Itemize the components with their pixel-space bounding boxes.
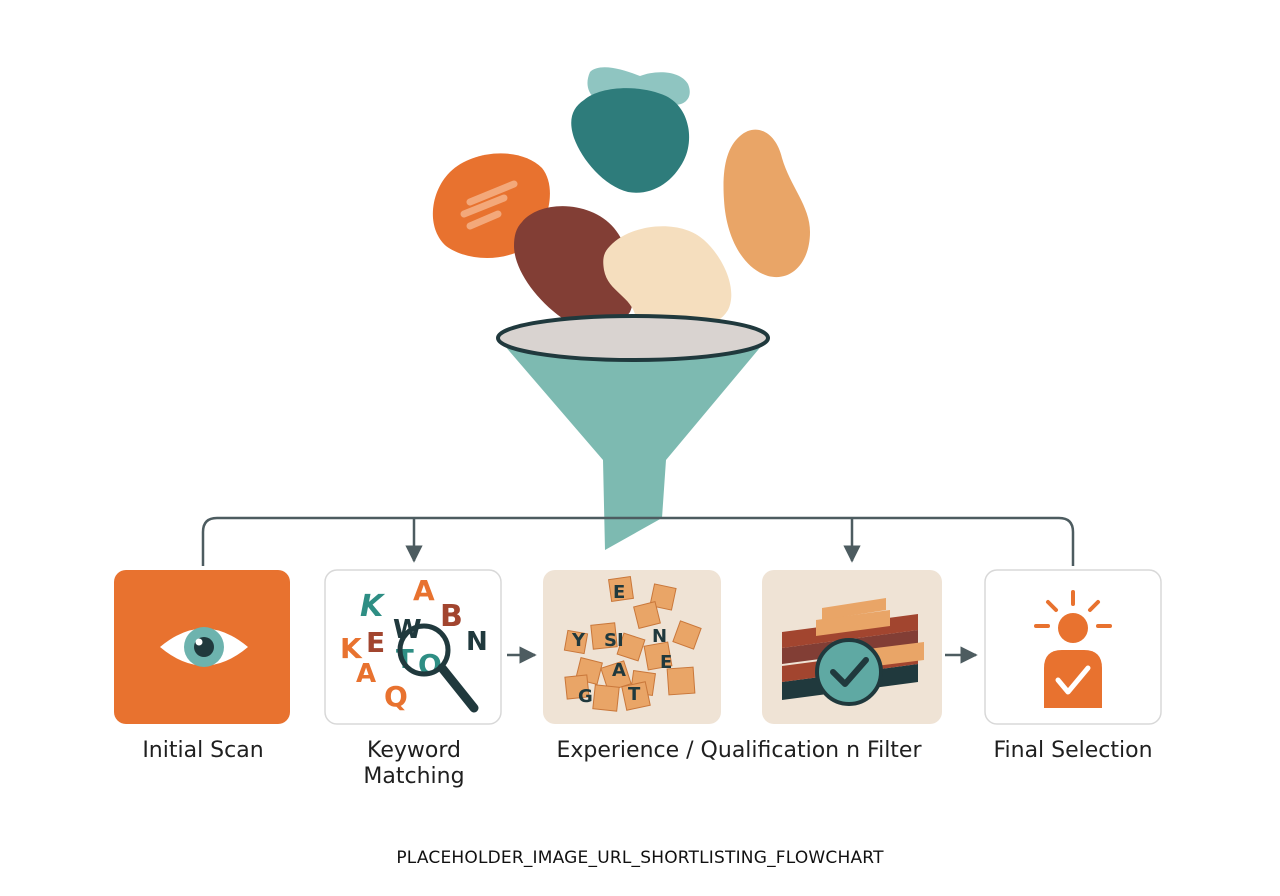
blob-teal	[571, 88, 690, 193]
step-label-final-selection: Final Selection	[993, 738, 1153, 763]
check-circle-icon	[815, 638, 883, 706]
letter: A	[356, 659, 376, 689]
block-letter: G	[578, 686, 593, 707]
letter: Q	[384, 680, 408, 713]
funnel	[496, 314, 770, 550]
block-letter: T	[628, 684, 641, 705]
eye-icon	[160, 627, 248, 667]
keyword-letters: K A W B K E T N A O Q	[340, 574, 488, 713]
step-label-initial-scan: Initial Scan	[142, 738, 264, 763]
block-letter: E	[613, 582, 625, 603]
tile-final-selection	[984, 569, 1162, 725]
tile-filter	[762, 570, 942, 724]
letter: K	[340, 632, 363, 665]
letter: E	[366, 626, 385, 659]
block-letter: E	[660, 652, 672, 673]
block-letter: Y	[571, 630, 586, 651]
resume-blobs	[432, 67, 810, 345]
letter: K	[360, 589, 386, 624]
funnel-rim	[496, 314, 770, 362]
blob-dark-brown	[514, 206, 635, 329]
blob-peach	[723, 129, 810, 278]
block-letter: N	[652, 626, 667, 647]
tile-initial-scan	[114, 570, 290, 724]
letter-blocks-icon: E Y SI N A E G T	[563, 576, 702, 712]
blob-orange-lines	[460, 180, 518, 230]
block-letter: SI	[604, 630, 624, 651]
step-label-keyword-matching: Keyword Matching	[363, 738, 465, 789]
block-letter: A	[612, 660, 626, 681]
person-check-icon	[1034, 590, 1112, 708]
step-label-experience-filter: Experience / Qualification n Filter	[556, 738, 922, 763]
footer-placeholder-text: PLACEHOLDER_IMAGE_URL_SHORTLISTING_FLOWC…	[396, 848, 884, 868]
top-branch-line	[201, 516, 1075, 566]
tile-keyword-matching: K A W B K E T N A O Q	[324, 569, 502, 725]
connectors	[201, 516, 1075, 664]
letter: B	[440, 599, 463, 634]
funnel-body	[498, 338, 768, 550]
tile-letter-blocks: E Y SI N A E G T	[543, 570, 721, 724]
magnifier-icon	[397, 623, 479, 713]
letter: A	[413, 574, 435, 607]
letter: N	[466, 627, 488, 657]
